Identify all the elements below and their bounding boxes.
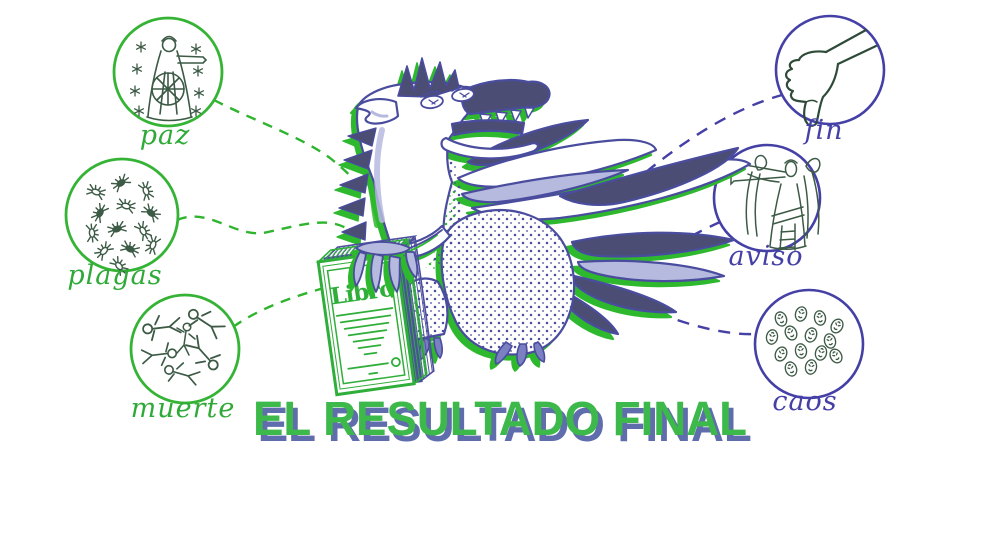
label-aviso: aviso [728,241,804,272]
connector-muerte [232,286,325,328]
node-plagas [64,157,180,277]
fin-circle [774,14,886,126]
thumbs-down-icon [785,28,878,127]
paz-circle [112,16,224,128]
connector-paz [213,98,355,181]
label-plagas: plagas [67,260,163,291]
headline-title: EL RESULTADO FINAL [253,393,747,446]
label-caos: caos [772,386,838,417]
label-fin: fin [804,115,844,146]
connector-caos [619,293,757,336]
label-paz: paz [139,120,191,151]
plagas-circle [64,157,180,273]
node-muerte [129,293,241,405]
node-fin [774,14,886,127]
connector-plagas [176,215,347,235]
label-muerte: muerte [130,393,236,424]
peace-figure-icon [129,35,208,122]
node-caos [753,288,865,400]
node-paz [112,16,224,128]
muerte-circle [129,293,241,405]
